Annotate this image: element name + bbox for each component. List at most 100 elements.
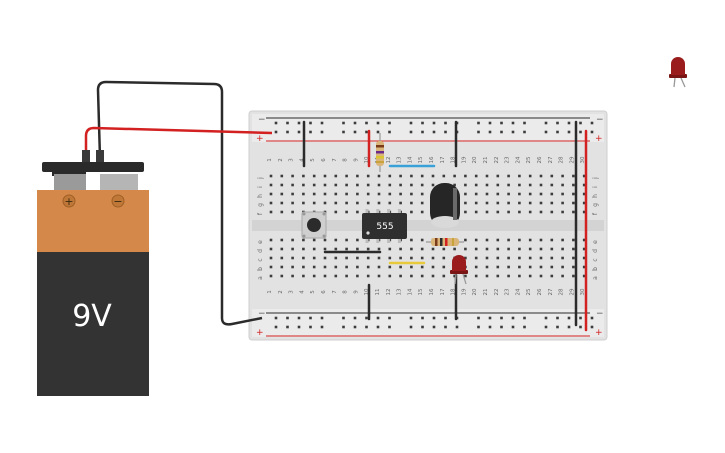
breadboard-hole[interactable] (582, 265, 586, 269)
breadboard-hole[interactable] (507, 201, 510, 205)
rail-hole[interactable] (274, 130, 278, 134)
breadboard-hole[interactable] (518, 201, 521, 205)
battery-9v[interactable]: + − 9V (37, 150, 149, 396)
rail-hole[interactable] (432, 316, 436, 320)
breadboard-hole[interactable] (356, 247, 359, 251)
breadboard-hole[interactable] (474, 192, 478, 196)
breadboard-hole[interactable] (388, 201, 392, 205)
breadboard-hole[interactable] (302, 256, 305, 260)
rail-hole[interactable] (488, 316, 492, 320)
breadboard-hole[interactable] (496, 183, 500, 187)
breadboard-hole[interactable] (496, 174, 500, 178)
rail-hole[interactable] (286, 130, 289, 134)
battery-red-wire[interactable] (84, 126, 273, 158)
breadboard-hole[interactable] (464, 192, 467, 196)
breadboard-hole[interactable] (269, 210, 273, 214)
breadboard-hole[interactable] (550, 256, 554, 260)
breadboard-hole[interactable] (550, 174, 554, 178)
rail-hole[interactable] (477, 130, 480, 134)
rail-hole[interactable] (500, 121, 503, 125)
breadboard-hole[interactable] (377, 247, 381, 251)
breadboard-hole[interactable] (518, 238, 521, 242)
breadboard-hole[interactable] (399, 201, 402, 205)
breadboard-hole[interactable] (345, 256, 348, 260)
breadboard-hole[interactable] (496, 192, 500, 196)
rail-hole[interactable] (544, 121, 548, 125)
breadboard-hole[interactable] (474, 238, 478, 242)
breadboard-hole[interactable] (582, 183, 586, 187)
breadboard-hole[interactable] (312, 265, 316, 269)
breadboard-hole[interactable] (410, 201, 413, 205)
breadboard-hole[interactable] (507, 192, 510, 196)
breadboard-hole[interactable] (345, 247, 348, 251)
breadboard-hole[interactable] (442, 247, 446, 251)
rail-hole[interactable] (388, 130, 391, 134)
breadboard-hole[interactable] (582, 192, 586, 196)
breadboard-hole[interactable] (280, 210, 284, 214)
rail-hole[interactable] (444, 121, 447, 125)
breadboard-hole[interactable] (420, 274, 424, 278)
breadboard-hole[interactable] (388, 174, 392, 178)
breadboard-hole[interactable] (420, 183, 424, 187)
breadboard-hole[interactable] (518, 174, 521, 178)
breadboard-hole[interactable] (356, 210, 359, 214)
breadboard-hole[interactable] (399, 247, 402, 251)
breadboard-hole[interactable] (312, 174, 316, 178)
breadboard-hole[interactable] (420, 256, 424, 260)
breadboard-hole[interactable] (507, 210, 510, 214)
breadboard-hole[interactable] (507, 274, 510, 278)
breadboard-hole[interactable] (399, 192, 402, 196)
breadboard-hole[interactable] (561, 201, 564, 205)
breadboard-hole[interactable] (388, 247, 392, 251)
breadboard-hole[interactable] (291, 247, 294, 251)
breadboard-hole[interactable] (539, 274, 543, 278)
breadboard-hole[interactable] (485, 247, 489, 251)
breadboard-hole[interactable] (561, 174, 564, 178)
breadboard-hole[interactable] (291, 183, 294, 187)
rail-hole[interactable] (388, 121, 391, 125)
breadboard-hole[interactable] (280, 174, 284, 178)
breadboard-hole[interactable] (366, 265, 370, 269)
breadboard-hole[interactable] (410, 192, 413, 196)
breadboard-hole[interactable] (485, 174, 489, 178)
breadboard-hole[interactable] (291, 274, 294, 278)
breadboard-hole[interactable] (302, 274, 305, 278)
breadboard-hole[interactable] (464, 274, 467, 278)
breadboard-hole[interactable] (269, 247, 273, 251)
rail-hole[interactable] (376, 130, 380, 134)
breadboard-hole[interactable] (410, 274, 413, 278)
rail-hole[interactable] (523, 130, 526, 134)
breadboard-hole[interactable] (464, 201, 467, 205)
breadboard-hole[interactable] (356, 201, 359, 205)
breadboard-hole[interactable] (312, 256, 316, 260)
breadboard-hole[interactable] (366, 174, 370, 178)
breadboard-hole[interactable] (291, 210, 294, 214)
rail-hole[interactable] (365, 325, 368, 329)
rail-hole[interactable] (353, 325, 357, 329)
breadboard-hole[interactable] (582, 210, 586, 214)
rail-hole[interactable] (309, 325, 312, 329)
breadboard-hole[interactable] (269, 201, 273, 205)
breadboard-hole[interactable] (582, 238, 586, 242)
rail-hole[interactable] (511, 325, 515, 329)
breadboard-hole[interactable] (269, 238, 273, 242)
breadboard-hole[interactable] (345, 174, 348, 178)
breadboard-hole[interactable] (507, 256, 510, 260)
breadboard-hole[interactable] (550, 201, 554, 205)
breadboard-hole[interactable] (518, 256, 521, 260)
rail-hole[interactable] (590, 316, 594, 320)
breadboard-hole[interactable] (420, 174, 424, 178)
breadboard-hole[interactable] (528, 192, 532, 196)
rail-hole[interactable] (477, 316, 480, 320)
breadboard-hole[interactable] (345, 201, 348, 205)
rail-hole[interactable] (544, 130, 548, 134)
breadboard-hole[interactable] (291, 256, 294, 260)
rail-hole[interactable] (567, 325, 571, 329)
breadboard-hole[interactable] (269, 174, 273, 178)
breadboard-hole[interactable] (442, 265, 446, 269)
breadboard-hole[interactable] (572, 256, 575, 260)
breadboard-hole[interactable] (356, 183, 359, 187)
rail-hole[interactable] (500, 325, 503, 329)
breadboard-hole[interactable] (507, 265, 510, 269)
breadboard-hole[interactable] (572, 201, 575, 205)
